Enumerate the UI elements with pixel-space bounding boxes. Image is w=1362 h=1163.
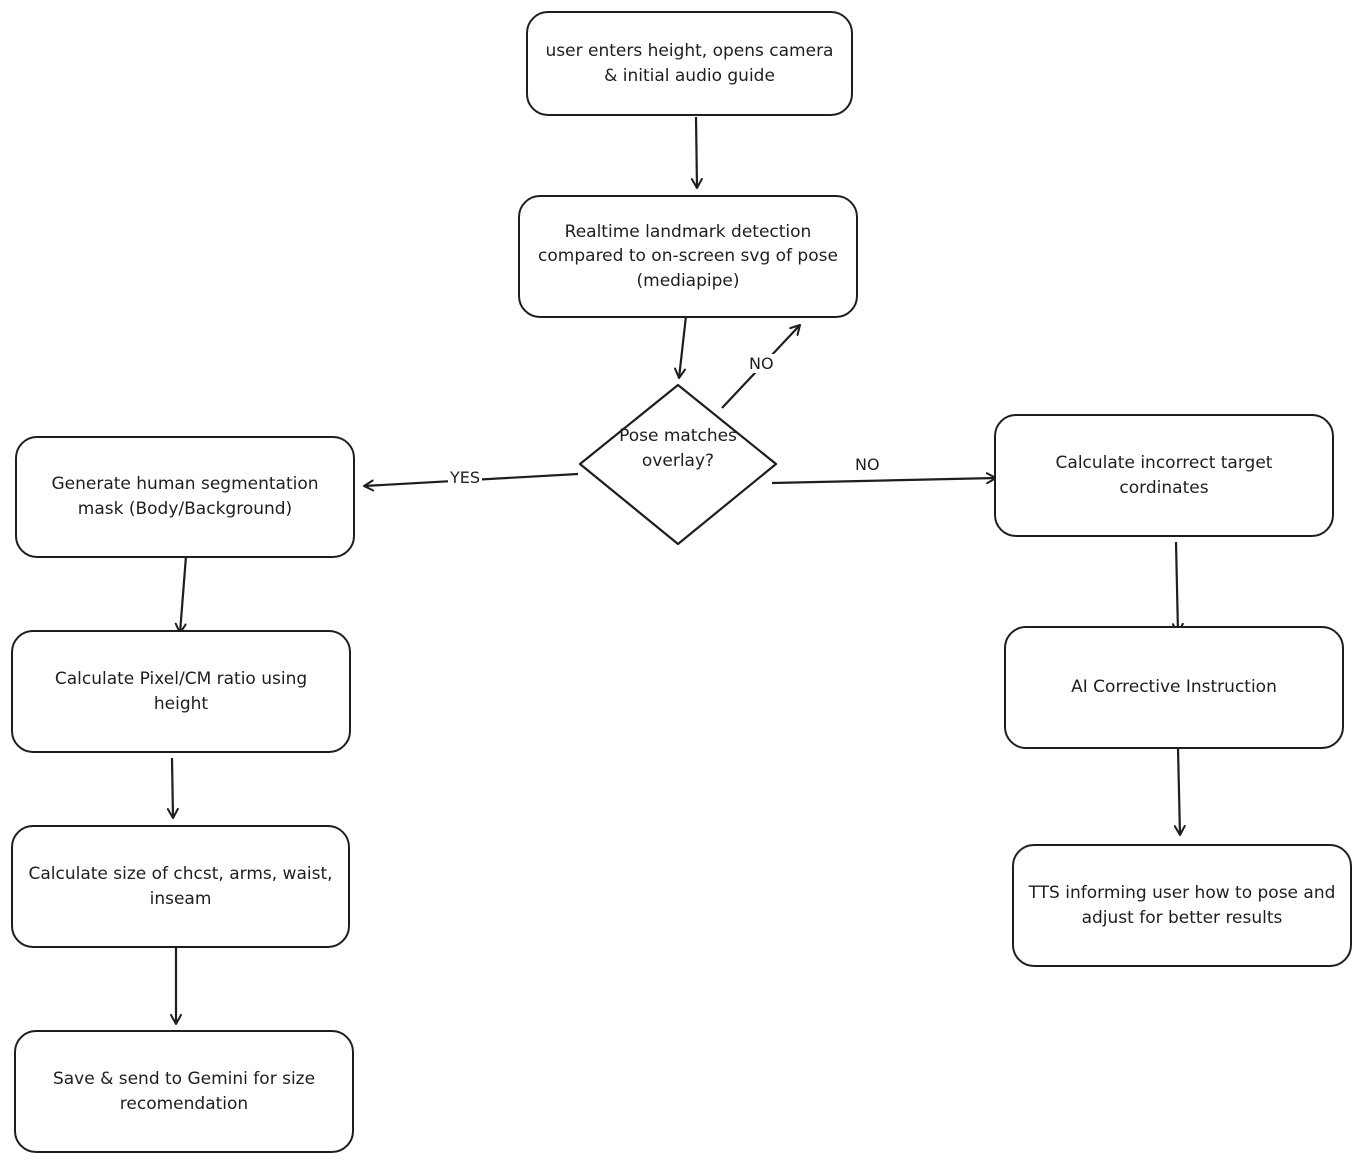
node-send-to-gemini: Save & send to Gemini for size recomenda… [14,1030,354,1153]
node-realtime-detection: Realtime landmark detection compared to … [518,195,858,318]
edge-label-no-right: NO [853,455,882,474]
node-start-label: user enters height, opens camera & initi… [545,40,834,86]
node-pixel-cm-ratio: Calculate Pixel/CM ratio using height [11,630,351,753]
node-incorrect-coordinates: Calculate incorrect target cordinates [994,414,1334,537]
node-tts-feedback-label: TTS informing user how to pose and adjus… [1028,882,1336,928]
node-segmentation-mask: Generate human segmentation mask (Body/B… [15,436,355,558]
edge-decision-to-incorrect-no [771,472,997,485]
edge-detect-to-decision [674,315,688,379]
node-pixel-cm-ratio-label: Calculate Pixel/CM ratio using height [54,668,308,714]
edge-ai-to-tts [1173,747,1186,836]
edge-label-no-up: NO [747,354,776,373]
edge-start-to-detect [690,116,703,189]
node-calculate-sizes-label: Calculate size of chcst, arms, waist, in… [28,863,333,909]
node-incorrect-coordinates-label: Calculate incorrect target cordinates [1055,452,1273,498]
node-send-to-gemini-label: Save & send to Gemini for size recomenda… [52,1068,316,1114]
edge-segment-to-ratio [174,555,188,634]
node-calculate-sizes: Calculate size of chcst, arms, waist, in… [11,825,350,948]
node-ai-corrective-instruction-label: AI Corrective Instruction [1071,677,1277,698]
node-start: user enters height, opens camera & initi… [526,11,853,116]
edge-incorrect-to-ai [1171,541,1184,634]
node-tts-feedback: TTS informing user how to pose and adjus… [1012,844,1352,967]
decision-diamond [578,383,778,546]
node-realtime-detection-label: Realtime landmark detection compared to … [538,221,838,291]
node-segmentation-mask-label: Generate human segmentation mask (Body/B… [51,474,319,519]
edge-ratio-to-sizes [166,757,179,819]
decision-label: Pose matches overlay? [619,426,737,471]
node-ai-corrective-instruction: AI Corrective Instruction [1004,626,1344,749]
edge-label-yes: YES [448,468,483,487]
